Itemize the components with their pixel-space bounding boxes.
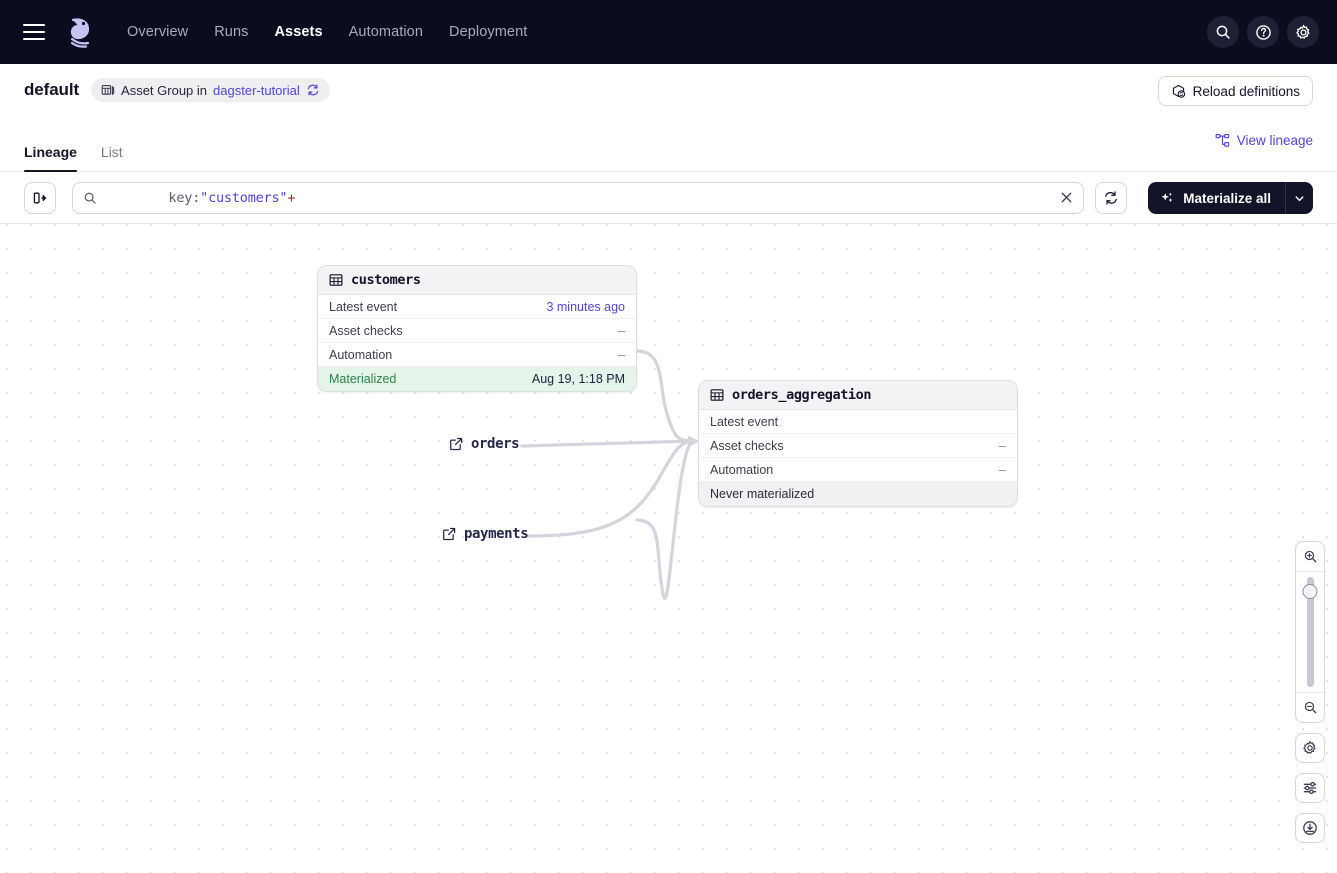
close-x-icon[interactable] — [1057, 189, 1075, 207]
asset-node-customers[interactable]: customers Latest event 3 minutes ago Ass… — [317, 265, 637, 392]
zoom-slider-knob[interactable] — [1302, 584, 1318, 599]
asset-node-row-automation[interactable]: Automation – — [699, 458, 1017, 482]
page-header: default Asset Group in dagster-tutorial — [0, 64, 1337, 116]
hamburger-menu-icon[interactable] — [23, 24, 45, 40]
table-icon — [329, 274, 343, 286]
row-value: – — [998, 438, 1006, 453]
zoom-panel — [1295, 541, 1325, 723]
status-label: Materialized — [329, 372, 397, 386]
search-icon — [84, 192, 96, 204]
status-label: Never materialized — [710, 487, 815, 501]
reload-definitions-button[interactable]: Reload definitions — [1157, 76, 1313, 106]
zoom-slider-track — [1306, 577, 1314, 687]
zoom-slider[interactable] — [1296, 572, 1324, 692]
reload-definitions-label: Reload definitions — [1192, 83, 1300, 99]
page-title: default — [24, 80, 80, 99]
asset-node-orders-aggregation[interactable]: orders_aggregation Latest event Asset ch… — [698, 380, 1018, 507]
tab-list[interactable]: List — [100, 144, 123, 160]
status-timestamp: Aug 19, 1:18 PM — [531, 372, 625, 386]
tabs-row: Lineage List View lineage — [0, 116, 1337, 172]
external-asset-payments[interactable]: payments — [442, 526, 529, 542]
top-navigation-bar: Overview Runs Assets Automation Deployme… — [0, 0, 1337, 64]
divider — [1296, 571, 1324, 572]
lineage-graph-canvas[interactable]: customers Latest event 3 minutes ago Ass… — [0, 224, 1337, 873]
asset-node-header: customers — [318, 266, 636, 295]
cube-reload-icon — [1172, 84, 1185, 98]
materialize-dropdown-chevron-down-icon[interactable] — [1285, 182, 1313, 214]
asset-node-row-latest-event[interactable]: Latest event 3 minutes ago — [318, 295, 636, 319]
row-label: Automation — [329, 347, 393, 362]
row-value: – — [617, 347, 625, 362]
sparkles-icon — [1161, 192, 1173, 202]
graph-settings-gear-icon[interactable] — [1295, 733, 1325, 763]
view-lineage-link[interactable]: View lineage — [1215, 133, 1313, 148]
external-link-icon — [443, 527, 456, 541]
asset-group-badge-link[interactable]: dagster-tutorial — [213, 82, 300, 98]
graph-zoom-controls — [1295, 541, 1325, 843]
row-value: – — [998, 462, 1006, 477]
asset-node-status-badge[interactable]: Materialized Aug 19, 1:18 PM — [318, 367, 636, 391]
asset-group-icon — [101, 85, 115, 96]
graph-toolbar: key:"customers"+ — [0, 172, 1337, 224]
nav-link-runs[interactable]: Runs — [214, 24, 249, 40]
row-label: Latest event — [329, 299, 398, 314]
nav-link-automation[interactable]: Automation — [348, 24, 424, 40]
help-icon[interactable] — [1247, 16, 1279, 48]
external-asset-label: orders — [471, 436, 520, 452]
settings-gear-icon[interactable] — [1287, 16, 1319, 48]
external-asset-label: payments — [464, 526, 529, 542]
nav-actions — [1207, 0, 1319, 64]
asset-node-title: customers — [351, 272, 421, 288]
row-value[interactable]: 3 minutes ago — [546, 299, 625, 314]
search-token-key: key: — [168, 189, 201, 206]
row-label: Automation — [710, 462, 774, 477]
asset-node-row-latest-event[interactable]: Latest event — [699, 410, 1017, 434]
primary-nav-links: Overview Runs Assets Automation Deployme… — [127, 24, 527, 40]
divider — [1296, 692, 1324, 693]
dagster-logo-icon[interactable] — [59, 11, 101, 53]
search-token-value: "customers" — [200, 189, 288, 206]
table-icon — [710, 389, 724, 401]
asset-node-status-badge[interactable]: Never materialized — [699, 482, 1017, 506]
row-value: – — [617, 323, 625, 338]
asset-node-header: orders_aggregation — [699, 381, 1017, 410]
asset-group-badge-prefix: Asset Group in — [121, 82, 208, 98]
row-label: Latest event — [710, 414, 779, 429]
search-icon[interactable] — [1207, 16, 1239, 48]
tabs: Lineage List — [24, 144, 123, 172]
row-label: Asset checks — [710, 438, 784, 453]
asset-node-row-asset-checks[interactable]: Asset checks – — [699, 434, 1017, 458]
recenter-download-target-icon[interactable] — [1295, 813, 1325, 843]
reload-icon[interactable] — [306, 83, 320, 97]
asset-node-row-asset-checks[interactable]: Asset checks – — [318, 319, 636, 343]
nav-link-overview[interactable]: Overview — [127, 24, 189, 40]
lineage-edges — [520, 349, 699, 600]
lineage-graph-icon — [1215, 133, 1229, 147]
nav-link-deployment[interactable]: Deployment — [449, 24, 528, 40]
materialize-all-button[interactable]: Materialize all — [1148, 182, 1285, 214]
asset-search-input[interactable]: key:"customers"+ — [72, 181, 1084, 214]
nav-link-assets[interactable]: Assets — [274, 24, 323, 40]
materialize-all-button-group[interactable]: Materialize all — [1148, 182, 1313, 214]
panel-expand-icon[interactable] — [24, 181, 56, 214]
search-token-operator: + — [287, 189, 296, 206]
external-link-icon — [450, 437, 463, 451]
view-lineage-label: View lineage — [1236, 133, 1313, 148]
zoom-in-icon[interactable] — [1296, 542, 1324, 571]
refresh-cycle-icon[interactable] — [1095, 181, 1127, 214]
external-asset-orders[interactable]: orders — [449, 436, 520, 452]
asset-group-badge[interactable]: Asset Group in dagster-tutorial — [91, 78, 330, 102]
tab-lineage[interactable]: Lineage — [24, 144, 77, 172]
row-label: Asset checks — [329, 323, 403, 338]
asset-node-title: orders_aggregation — [732, 387, 872, 403]
materialize-all-label: Materialize all — [1183, 190, 1271, 206]
asset-node-row-automation[interactable]: Automation – — [318, 343, 636, 367]
zoom-out-icon[interactable] — [1296, 693, 1324, 722]
graph-filters-sliders-icon[interactable] — [1295, 773, 1325, 803]
